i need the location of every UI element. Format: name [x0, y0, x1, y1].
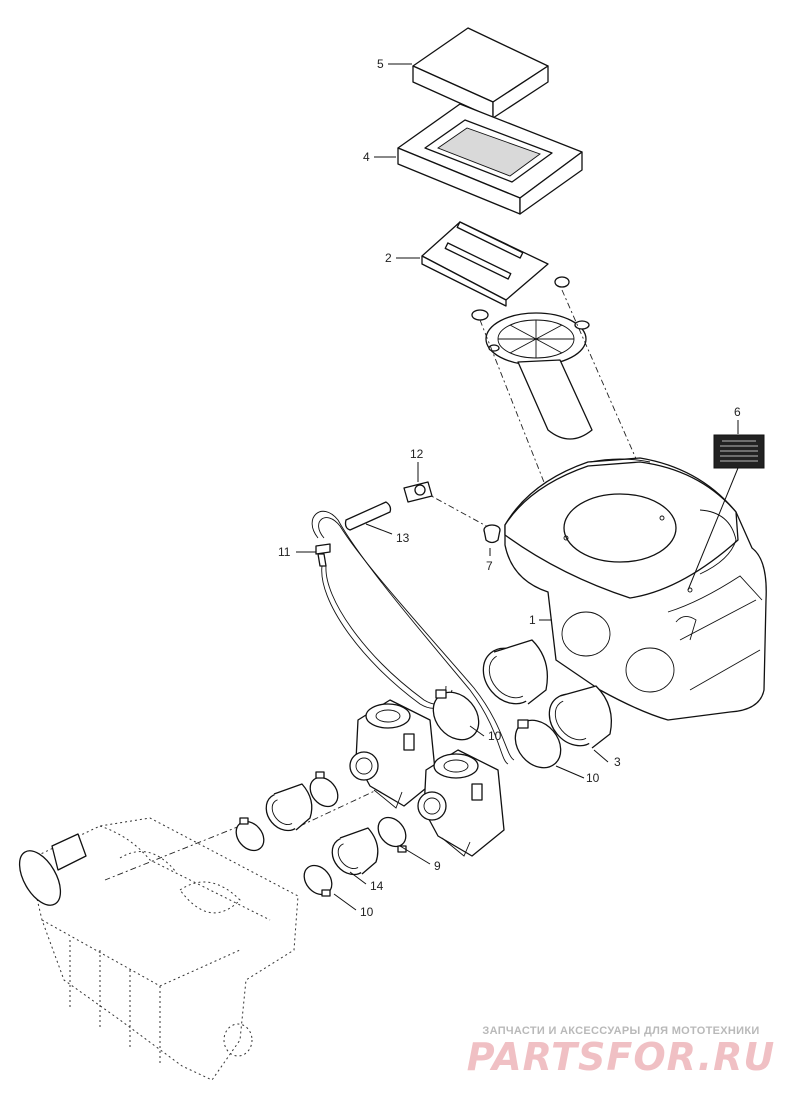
- part-1-airbox: [504, 457, 767, 721]
- part-10-clamp-mid-a: [309, 771, 339, 808]
- callout-11: 11: [278, 545, 291, 559]
- callout-10-b: 10: [586, 771, 600, 785]
- part-7-grommet: [483, 524, 501, 544]
- engine-block: [18, 817, 299, 1081]
- part-10-clamp-lower: [514, 719, 562, 769]
- part-2-plate: [421, 221, 549, 307]
- callout-4: 4: [363, 150, 370, 164]
- callout-3: 3: [614, 755, 621, 769]
- part-3-boot-upper: [482, 639, 549, 705]
- part-10-clamp-upper: [432, 689, 480, 741]
- callout-14: 14: [370, 879, 384, 893]
- part-4-filter-frame: [397, 103, 583, 215]
- intake-funnel: [471, 276, 593, 440]
- part-14-boot-a: [265, 783, 313, 832]
- watermark: ЗАПЧАСТИ И АКСЕССУАРЫ ДЛЯ МОТОТЕХНИКИ PA…: [456, 1025, 786, 1077]
- part-12-fitting: [403, 481, 433, 503]
- part-14-boot-b: [331, 827, 379, 876]
- callout-labels: 5 4 2 6 1 7 12 11 13 3 10 10 9 14 10: [278, 57, 741, 919]
- callout-10-a: 10: [488, 729, 502, 743]
- callout-2: 2: [385, 251, 392, 265]
- watermark-tagline: ЗАПЧАСТИ И АКСЕССУАРЫ ДЛЯ МОТОТЕХНИКИ: [482, 1025, 760, 1037]
- watermark-logo: PARTSFOR.RU: [466, 1035, 776, 1079]
- part-9-clamp: [377, 816, 407, 853]
- part-10-clamp-mid-b: [235, 817, 265, 852]
- leader-lines: [296, 63, 739, 911]
- callout-6: 6: [734, 405, 741, 419]
- callout-9: 9: [434, 859, 441, 873]
- callout-7: 7: [486, 559, 493, 573]
- carburetor-lower: [417, 749, 505, 857]
- callout-12: 12: [410, 447, 424, 461]
- part-3-boot-lower: [548, 685, 613, 749]
- part-5-filter-pad: [412, 27, 549, 119]
- part-13-tube: [344, 501, 392, 531]
- carburetor-upper: [349, 699, 437, 809]
- part-6-label: [713, 434, 765, 469]
- callout-5: 5: [377, 57, 384, 71]
- callout-1: 1: [529, 613, 536, 627]
- callout-10-c: 10: [360, 905, 374, 919]
- callout-13: 13: [396, 531, 410, 545]
- part-10-clamp-bottom: [303, 864, 333, 897]
